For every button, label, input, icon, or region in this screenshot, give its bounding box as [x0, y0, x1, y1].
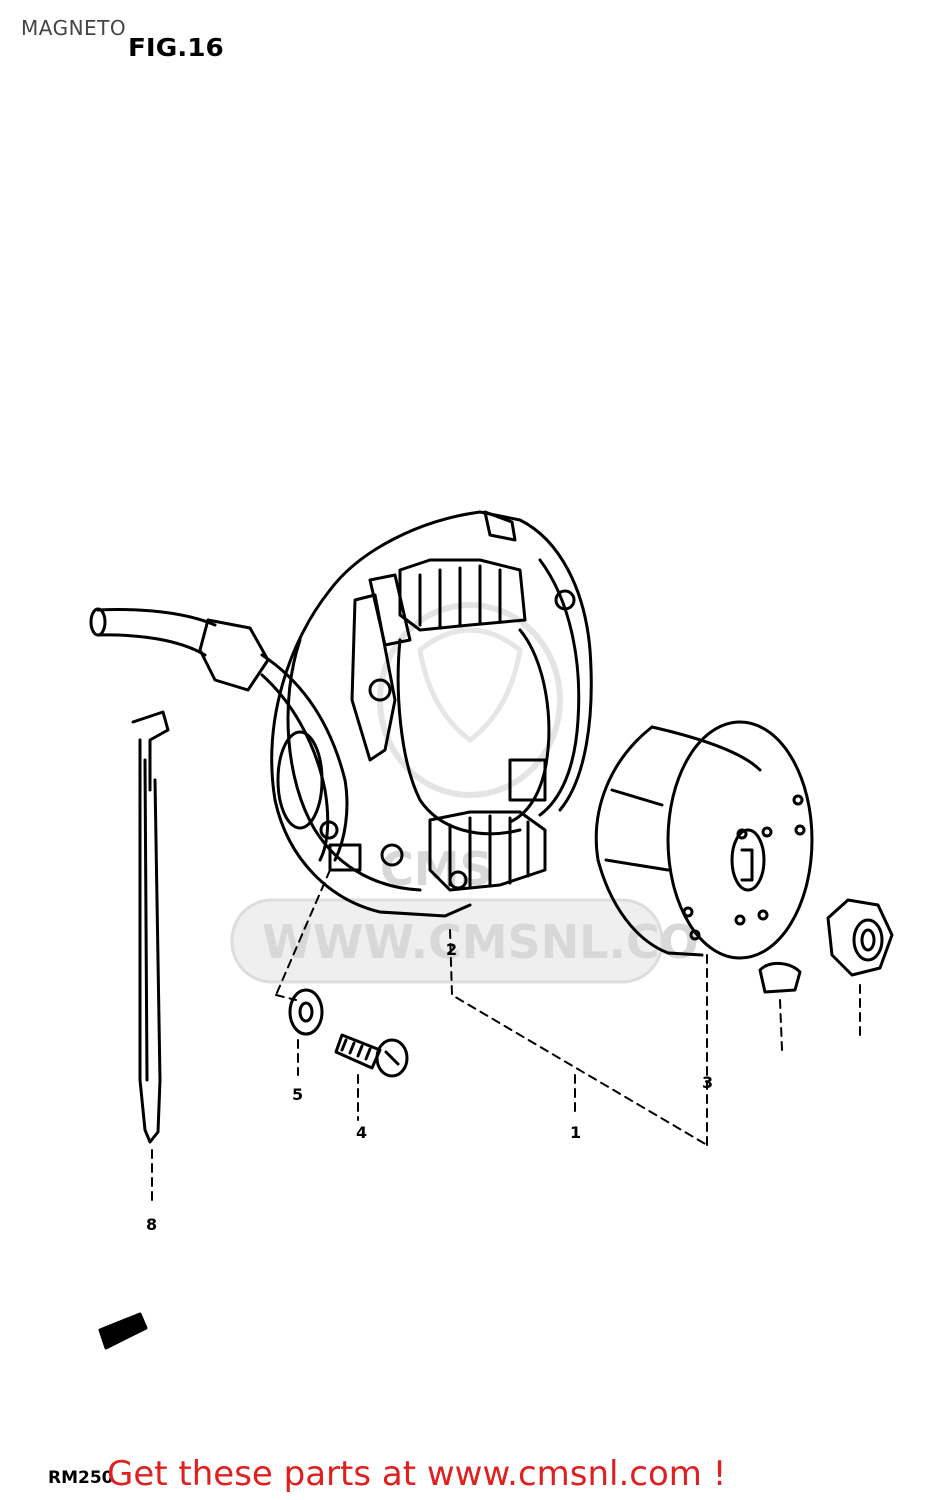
- screw: [334, 1033, 409, 1078]
- rotor-nut: [826, 898, 894, 977]
- section-mark: [98, 1312, 148, 1350]
- lead-wire: [89, 607, 362, 872]
- leader-lines: [151, 869, 861, 1206]
- callouts: 2 1 3 4 5 8: [146, 940, 713, 1234]
- watermark-url: WWW.CMSNL.CO: [262, 915, 699, 969]
- rotor: [594, 720, 814, 960]
- promo-link[interactable]: Get these parts at www.cmsnl.com !: [107, 1454, 727, 1494]
- callout-1: 1: [570, 1123, 581, 1142]
- callout-3: 3: [702, 1073, 713, 1092]
- model-code: RM250: [48, 1468, 114, 1488]
- watermark: CMS WWW.CMSNL.CO: [230, 602, 699, 984]
- woodruff-key: [758, 962, 802, 994]
- callout-8: 8: [146, 1215, 157, 1234]
- callout-4: 4: [356, 1123, 367, 1142]
- figure-label: FIG.16: [128, 33, 224, 62]
- callout-5: 5: [292, 1085, 303, 1104]
- stator-assembly: [350, 510, 576, 892]
- washer: [288, 988, 324, 1036]
- page-title: MAGNETO: [21, 16, 127, 40]
- clamp-band: [131, 710, 170, 1144]
- callout-2: 2: [446, 940, 457, 959]
